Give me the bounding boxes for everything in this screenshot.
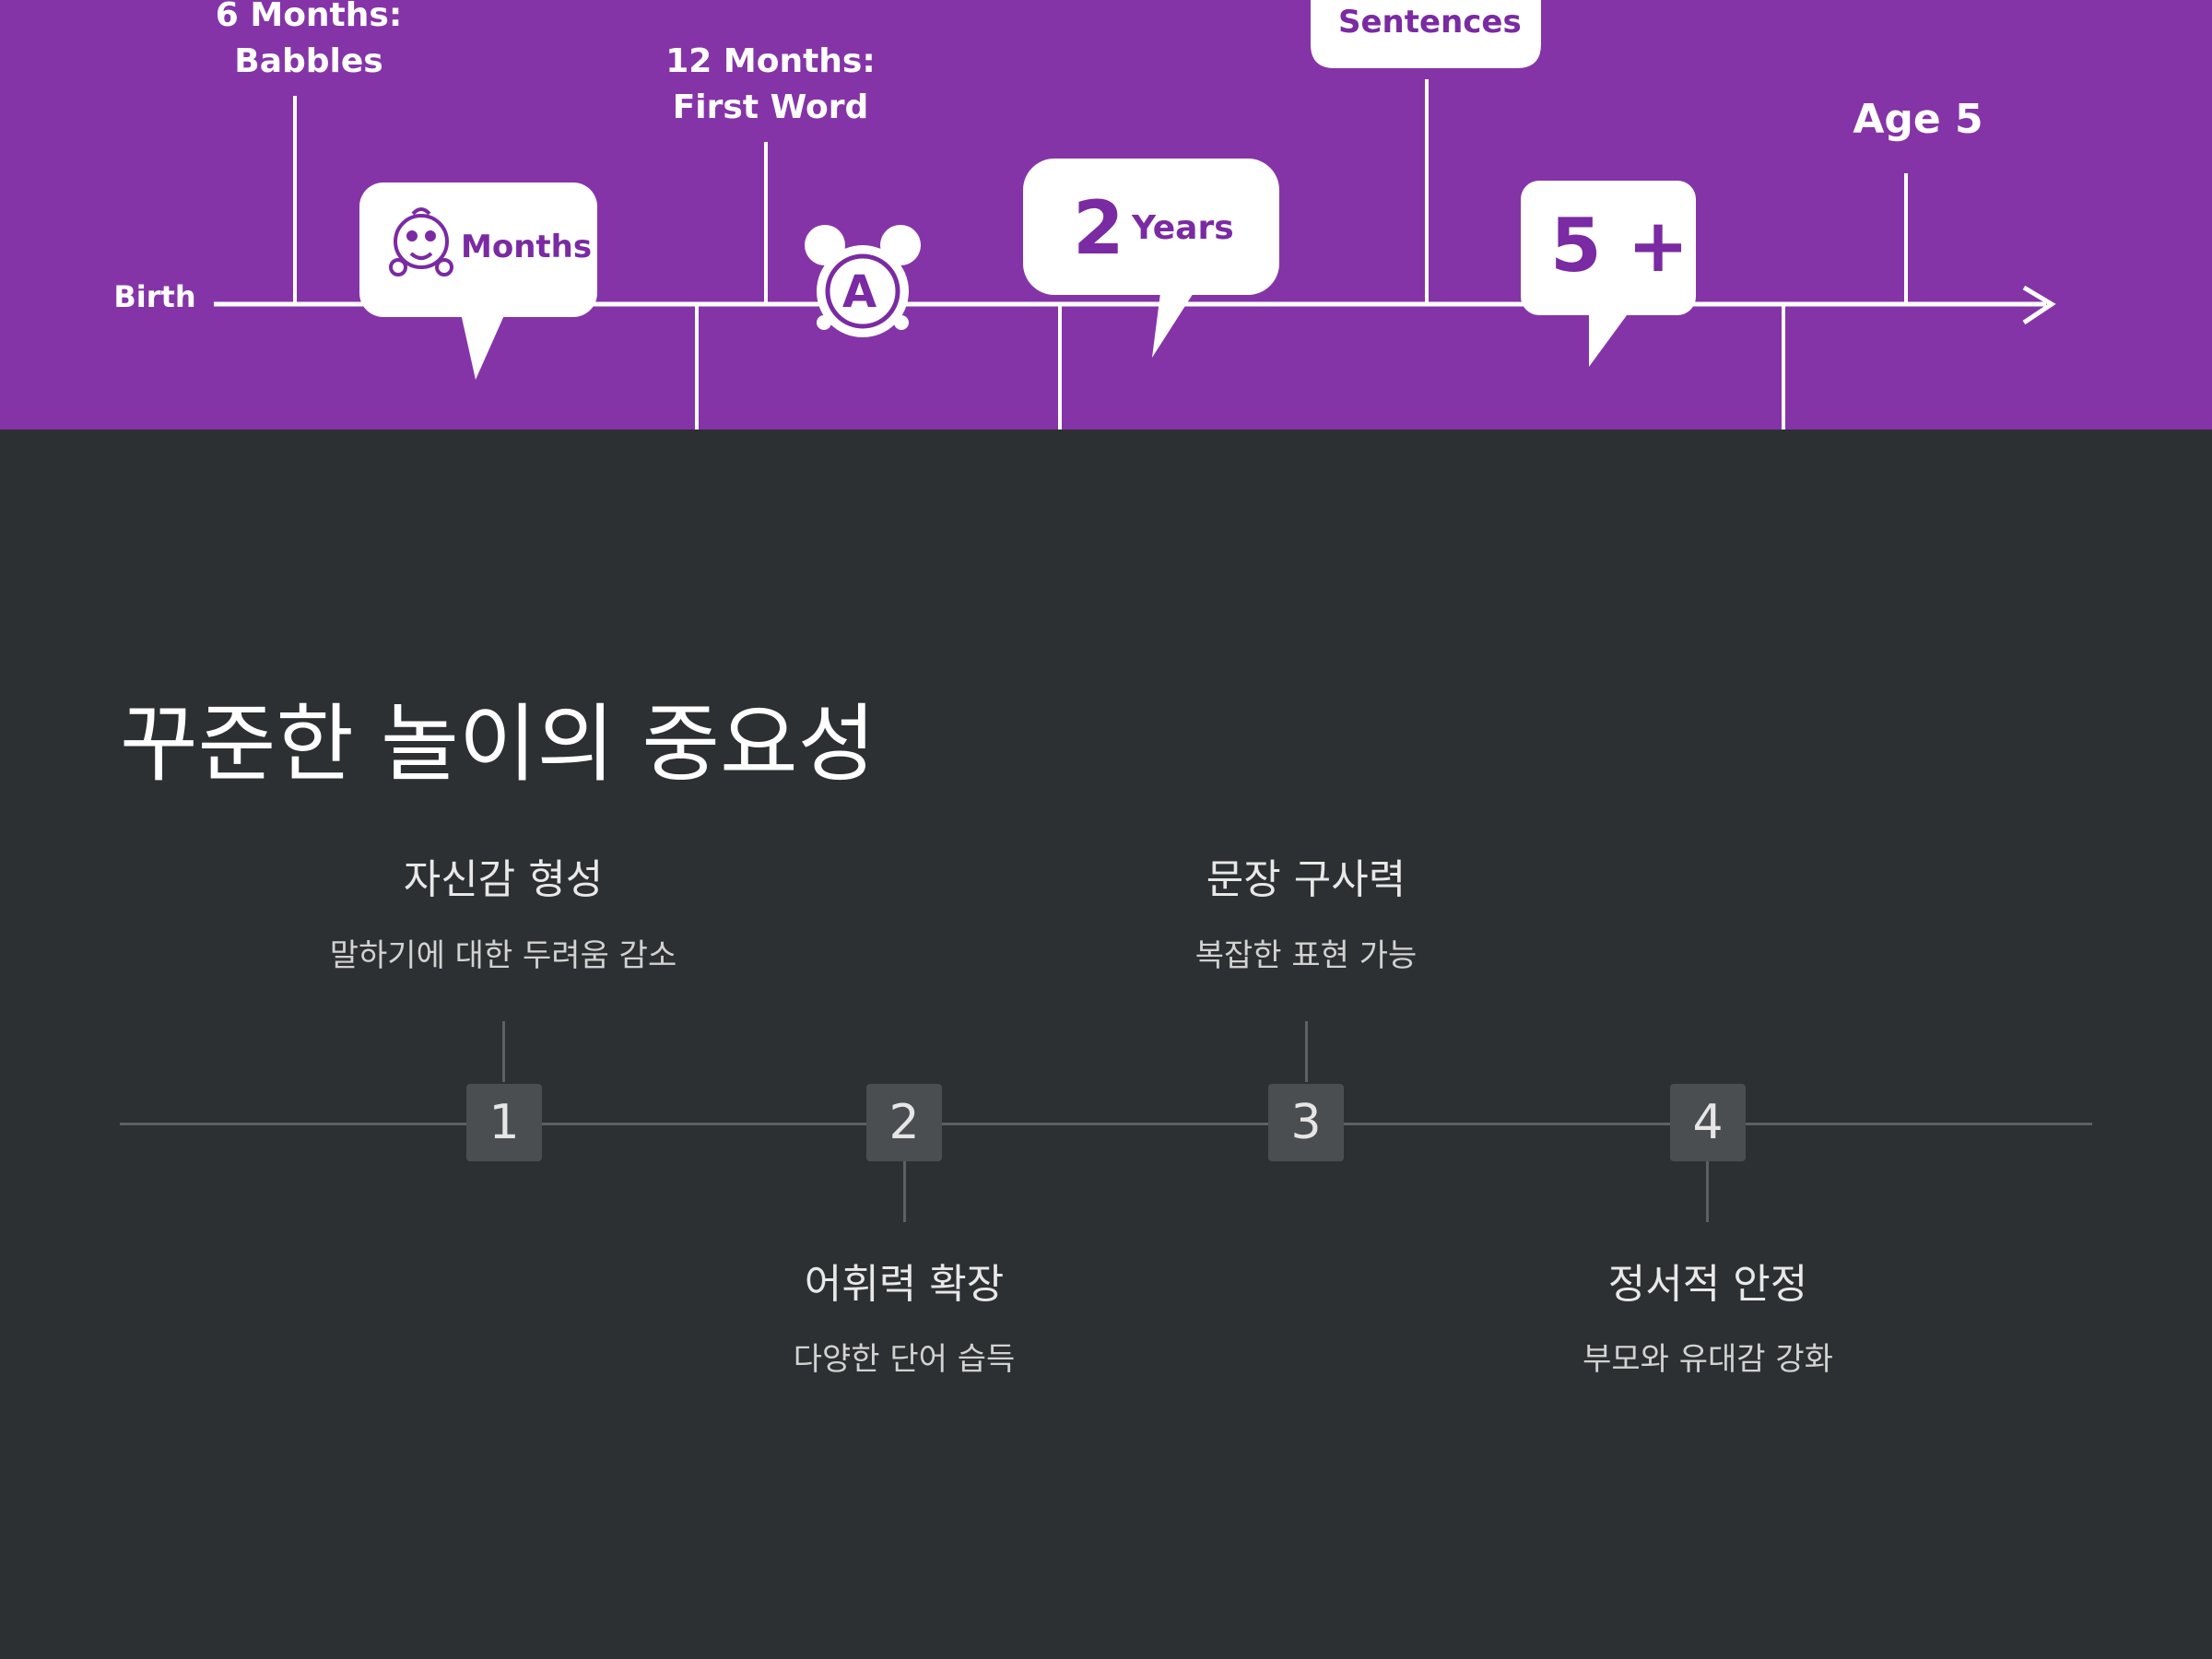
five-plus-bubble: [1521, 181, 1696, 315]
step-3-title: 문장 구사력: [1206, 856, 1406, 903]
timeline-illustration: 6 Months: Babbles 12 Months: First Word …: [0, 0, 2212, 429]
step-2-desc: 다양한 단어 습득: [793, 1341, 1016, 1378]
label-age-5: Age 5: [1853, 96, 1983, 143]
sentences-bubble-text: Sentences: [1338, 4, 1522, 41]
illustration-graphics: [214, 0, 2056, 429]
clock-letter: A: [842, 266, 877, 318]
months-bubble-text: Months: [461, 229, 593, 265]
two-years-number: 2: [1073, 185, 1124, 271]
step-1-title: 자신감 형성: [403, 856, 604, 903]
section-title: 꾸준한 놀이의 중요성: [120, 695, 877, 794]
label-6-months: 6 Months: Babbles: [215, 0, 403, 80]
step-3-desc: 복잡한 표현 가능: [1194, 937, 1418, 974]
step-1-desc: 말하기에 대한 두려움 감소: [329, 937, 677, 974]
label-12-months: 12 Months: First Word: [665, 42, 876, 126]
baby-face-icon: [389, 207, 453, 276]
step-3-badge: 3: [1268, 1084, 1344, 1161]
step-4-badge: 4: [1670, 1084, 1746, 1161]
sentences-bubble: [1311, 0, 1541, 68]
arrow-head: [2022, 285, 2056, 325]
step-1-connector: [502, 1021, 505, 1082]
step-2-connector: [903, 1161, 906, 1222]
step-2-badge: 2: [866, 1084, 942, 1161]
label-birth: Birth: [113, 279, 196, 314]
two-years-word: Years: [1132, 209, 1234, 247]
step-1-badge: 1: [466, 1084, 542, 1161]
step-2-title: 어휘력 확장: [804, 1261, 1005, 1308]
two-years-bubble: [1023, 159, 1279, 295]
step-4-desc: 부모와 유대감 강화: [1583, 1341, 1833, 1378]
step-3-connector: [1305, 1021, 1308, 1082]
step-4-title: 정서적 안정: [1607, 1261, 1808, 1308]
steps-timeline-axis: [120, 1123, 2092, 1125]
step-4-connector: [1706, 1161, 1709, 1222]
alarm-clock-icon: [805, 225, 921, 337]
five-plus-text: 5 +: [1550, 203, 1689, 288]
